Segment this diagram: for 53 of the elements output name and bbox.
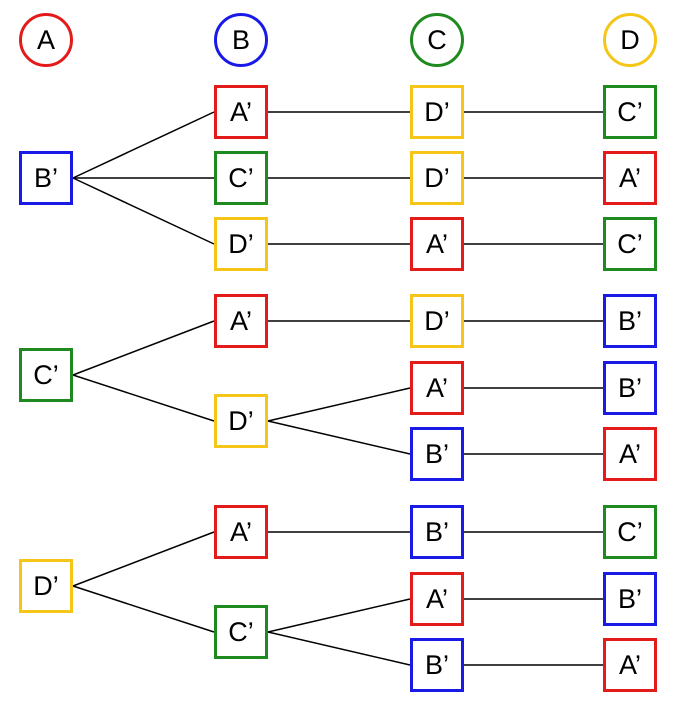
connector-line <box>464 664 603 666</box>
letter-box: B’ <box>19 151 73 205</box>
letter-box: B’ <box>410 505 464 559</box>
letter-box: D’ <box>410 294 464 348</box>
connector-line <box>72 111 214 179</box>
letter-box: C’ <box>214 605 268 659</box>
letter-box: A’ <box>214 294 268 348</box>
letter-box: C’ <box>19 348 73 402</box>
connector-line <box>72 374 214 422</box>
connector-line <box>268 387 410 422</box>
letter-box: D’ <box>19 559 73 613</box>
letter-box: A’ <box>603 151 657 205</box>
connector-line <box>72 531 214 587</box>
letter-box: A’ <box>603 638 657 692</box>
connector-line <box>268 420 410 455</box>
connector-line <box>268 177 410 179</box>
letter-box: C’ <box>603 85 657 139</box>
connector-line <box>464 598 603 600</box>
connector-line <box>268 598 410 633</box>
letter-box: C’ <box>214 151 268 205</box>
letter-box: A’ <box>410 361 464 415</box>
connector-line <box>72 177 214 245</box>
letter-box: C’ <box>603 505 657 559</box>
letter-box: D’ <box>410 151 464 205</box>
connector-line <box>268 320 410 322</box>
letter-box: A’ <box>603 427 657 481</box>
letter-box: B’ <box>410 427 464 481</box>
connector-line <box>268 531 410 533</box>
connector-line <box>464 243 603 245</box>
letter-box: A’ <box>214 505 268 559</box>
connector-line <box>72 320 214 376</box>
connector-line <box>268 631 410 666</box>
connector-line <box>268 111 410 113</box>
letter-box: C’ <box>603 217 657 271</box>
letter-box: D’ <box>410 85 464 139</box>
connector-line <box>268 243 410 245</box>
letter-box: D’ <box>214 394 268 448</box>
letter-box: B’ <box>410 638 464 692</box>
letter-box: B’ <box>603 572 657 626</box>
connector-line <box>464 320 603 322</box>
connector-line <box>464 387 603 389</box>
letter-box: A’ <box>214 85 268 139</box>
connector-line <box>464 453 603 455</box>
letter-box: A’ <box>410 572 464 626</box>
connector-line <box>464 177 603 179</box>
letter-box: D’ <box>214 217 268 271</box>
connector-line <box>72 585 214 633</box>
connector-line <box>464 531 603 533</box>
letter-box: A’ <box>410 217 464 271</box>
connector-line <box>73 177 214 179</box>
letter-box: B’ <box>603 294 657 348</box>
letter-box: B’ <box>603 361 657 415</box>
connector-line <box>464 111 603 113</box>
